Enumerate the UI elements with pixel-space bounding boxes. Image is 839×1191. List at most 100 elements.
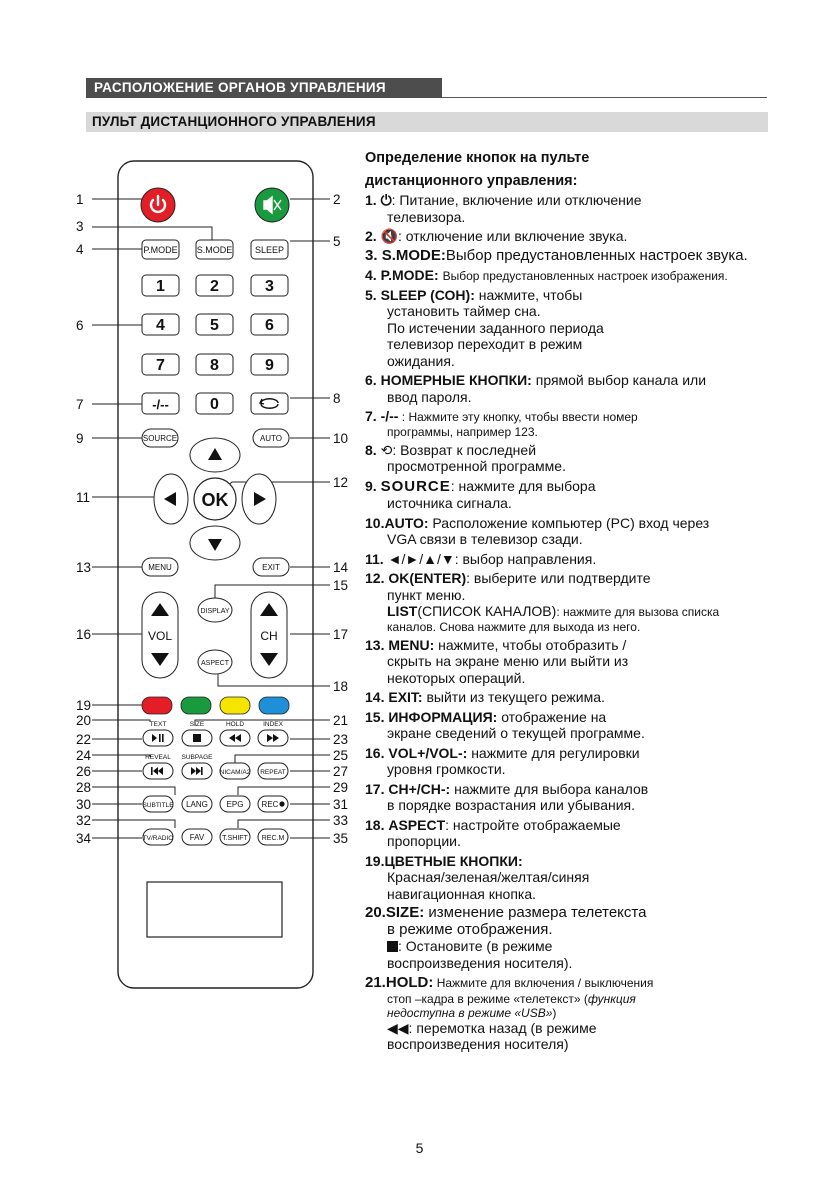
callout-26: 26 bbox=[76, 764, 91, 779]
desc-item-15: 15. ИНФОРМАЦИЯ: отображение на экране св… bbox=[365, 708, 645, 742]
digit-3-button[interactable]: 3 bbox=[250, 274, 289, 297]
callout-30: 30 bbox=[76, 797, 91, 812]
green-button[interactable] bbox=[180, 696, 212, 715]
desc-item-16: 16. VOL+/VOL-: нажмите для регулировки у… bbox=[365, 744, 640, 778]
arrow-left-icon bbox=[164, 492, 176, 506]
rewind-icon bbox=[229, 734, 241, 742]
svg-text:EXIT: EXIT bbox=[262, 563, 280, 572]
display-button[interactable]: DISPLAY bbox=[197, 597, 233, 623]
desc-item-10: 10.AUTO: Расположение компьютер (PC) вхо… bbox=[365, 514, 710, 548]
repeat-button[interactable]: REPEAT bbox=[257, 762, 289, 780]
auto-button[interactable]: AUTO bbox=[252, 428, 290, 448]
exit-button[interactable]: EXIT bbox=[252, 557, 290, 577]
callout-18: 18 bbox=[333, 679, 348, 694]
subtitle-button[interactable]: SUBTITLE bbox=[142, 795, 174, 813]
aspect-button[interactable]: ASPECT bbox=[197, 649, 233, 675]
rec-button[interactable]: REC bbox=[257, 795, 289, 813]
nicam-button[interactable]: NICAM/A2 bbox=[219, 762, 251, 780]
callout-23: 23 bbox=[333, 732, 348, 747]
recm-button[interactable]: REC.M bbox=[257, 828, 289, 846]
desc-item-9: 9. SOURCE: нажмите для выбора источника … bbox=[365, 477, 596, 512]
digit-5-button[interactable]: 5 bbox=[195, 313, 234, 336]
desc-item-14: 14. EXIT: выйти из текущего режима. bbox=[365, 689, 605, 705]
subsection-header: ПУЛЬТ ДИСТАНЦИОННОГО УПРАВЛЕНИЯ bbox=[86, 112, 768, 132]
callout-34: 34 bbox=[76, 831, 92, 846]
svg-text:SLEEP: SLEEP bbox=[255, 245, 284, 255]
svg-text:P.MODE: P.MODE bbox=[143, 245, 177, 255]
callout-9: 9 bbox=[76, 431, 84, 446]
svg-text:REC: REC bbox=[262, 800, 279, 809]
digit-7-button[interactable]: 7 bbox=[141, 353, 180, 376]
reveal-label: REVEAL bbox=[145, 754, 171, 761]
dash-button[interactable]: -/-- bbox=[141, 392, 180, 415]
recall-button[interactable] bbox=[250, 392, 289, 415]
digit-4-button[interactable]: 4 bbox=[141, 313, 180, 336]
blue-button[interactable] bbox=[258, 696, 290, 715]
nav-pad[interactable] bbox=[153, 437, 277, 561]
svg-text:CH: CH bbox=[260, 629, 277, 643]
svg-text:S.MODE: S.MODE bbox=[197, 245, 233, 255]
ch-down-icon bbox=[260, 653, 278, 666]
vol-rocker[interactable]: VOL bbox=[141, 591, 179, 679]
digit-1-button[interactable]: 1 bbox=[141, 274, 180, 297]
digit-0-button[interactable]: 0 bbox=[195, 392, 234, 415]
yellow-button[interactable] bbox=[219, 696, 251, 715]
mute-button[interactable] bbox=[254, 187, 290, 223]
lang-button[interactable]: LANG bbox=[181, 795, 213, 813]
next-button[interactable] bbox=[181, 762, 213, 780]
desc-item-12: 12. OK(ENTER): выберите или подтвердите … bbox=[365, 570, 720, 634]
callout-31: 31 bbox=[333, 797, 348, 812]
svg-text:LANG: LANG bbox=[186, 800, 208, 809]
callout-20: 20 bbox=[76, 713, 91, 728]
sleep-button[interactable]: SLEEP bbox=[250, 239, 289, 260]
mute-icon: 🔇 bbox=[380, 228, 399, 244]
ok-button[interactable]: OK bbox=[193, 477, 237, 521]
svg-text:T.SHIFT: T.SHIFT bbox=[222, 835, 248, 842]
smode-button[interactable]: S.MODE bbox=[195, 239, 234, 260]
power-icon bbox=[149, 194, 167, 214]
desc-item-19: 19.ЦВЕТНЫЕ КНОПКИ: Красная/зеленая/желта… bbox=[365, 852, 590, 902]
desc-item-4: 4. P.MODE: Выбор предустановленных настр… bbox=[365, 267, 728, 283]
pmode-button[interactable]: P.MODE bbox=[141, 239, 180, 260]
svg-text:VOL: VOL bbox=[148, 629, 172, 643]
digit-9-button[interactable]: 9 bbox=[250, 353, 289, 376]
svg-text:4: 4 bbox=[156, 317, 165, 334]
menu-button[interactable]: MENU bbox=[141, 557, 179, 577]
desc-item-6: 6. НОМЕРНЫЕ КНОПКИ: прямой выбор канала … bbox=[365, 372, 707, 405]
desc-title-line2: дистанционного управления: bbox=[365, 172, 578, 189]
source-button[interactable]: SOURCE bbox=[141, 428, 179, 448]
fav-button[interactable]: FAV bbox=[181, 828, 213, 846]
digit-6-button[interactable]: 6 bbox=[250, 313, 289, 336]
svg-text:3: 3 bbox=[265, 278, 274, 295]
desc-item-18: 18. ASPECT: настройте отображаемые пропо… bbox=[365, 816, 621, 850]
stop-button[interactable] bbox=[181, 729, 213, 747]
svg-text:0: 0 bbox=[210, 396, 219, 413]
previous-button[interactable] bbox=[142, 762, 174, 780]
callout-1: 1 bbox=[76, 192, 84, 207]
digit-2-button[interactable]: 2 bbox=[195, 274, 234, 297]
callout-10: 10 bbox=[333, 431, 348, 446]
previous-icon bbox=[151, 767, 163, 775]
tvradio-button[interactable]: TV/RADIO bbox=[142, 828, 174, 846]
page-number: 5 bbox=[415, 1140, 424, 1156]
digit-8-button[interactable]: 8 bbox=[195, 353, 234, 376]
svg-text:TV/RADIO: TV/RADIO bbox=[143, 835, 174, 842]
red-button[interactable] bbox=[141, 696, 173, 715]
arrow-right-icon bbox=[254, 492, 266, 506]
svg-text:AUTO: AUTO bbox=[260, 434, 282, 443]
ch-rocker[interactable]: CH bbox=[250, 591, 288, 679]
tshift-button[interactable]: T.SHIFT bbox=[219, 828, 251, 846]
svg-text:OK: OK bbox=[202, 490, 229, 510]
rewind-button[interactable] bbox=[219, 729, 251, 747]
size-label: SIZE bbox=[190, 721, 205, 728]
callout-17: 17 bbox=[333, 627, 348, 642]
callout-4: 4 bbox=[76, 242, 84, 257]
epg-button[interactable]: EPG bbox=[219, 795, 251, 813]
arrow-up-icon bbox=[208, 448, 222, 460]
fast-forward-button[interactable] bbox=[257, 729, 289, 747]
hold-label: HOLD bbox=[226, 721, 244, 728]
power-button[interactable] bbox=[140, 187, 176, 223]
play-pause-button[interactable] bbox=[142, 729, 174, 747]
callout-7: 7 bbox=[76, 397, 84, 412]
play-pause-icon bbox=[152, 734, 164, 742]
